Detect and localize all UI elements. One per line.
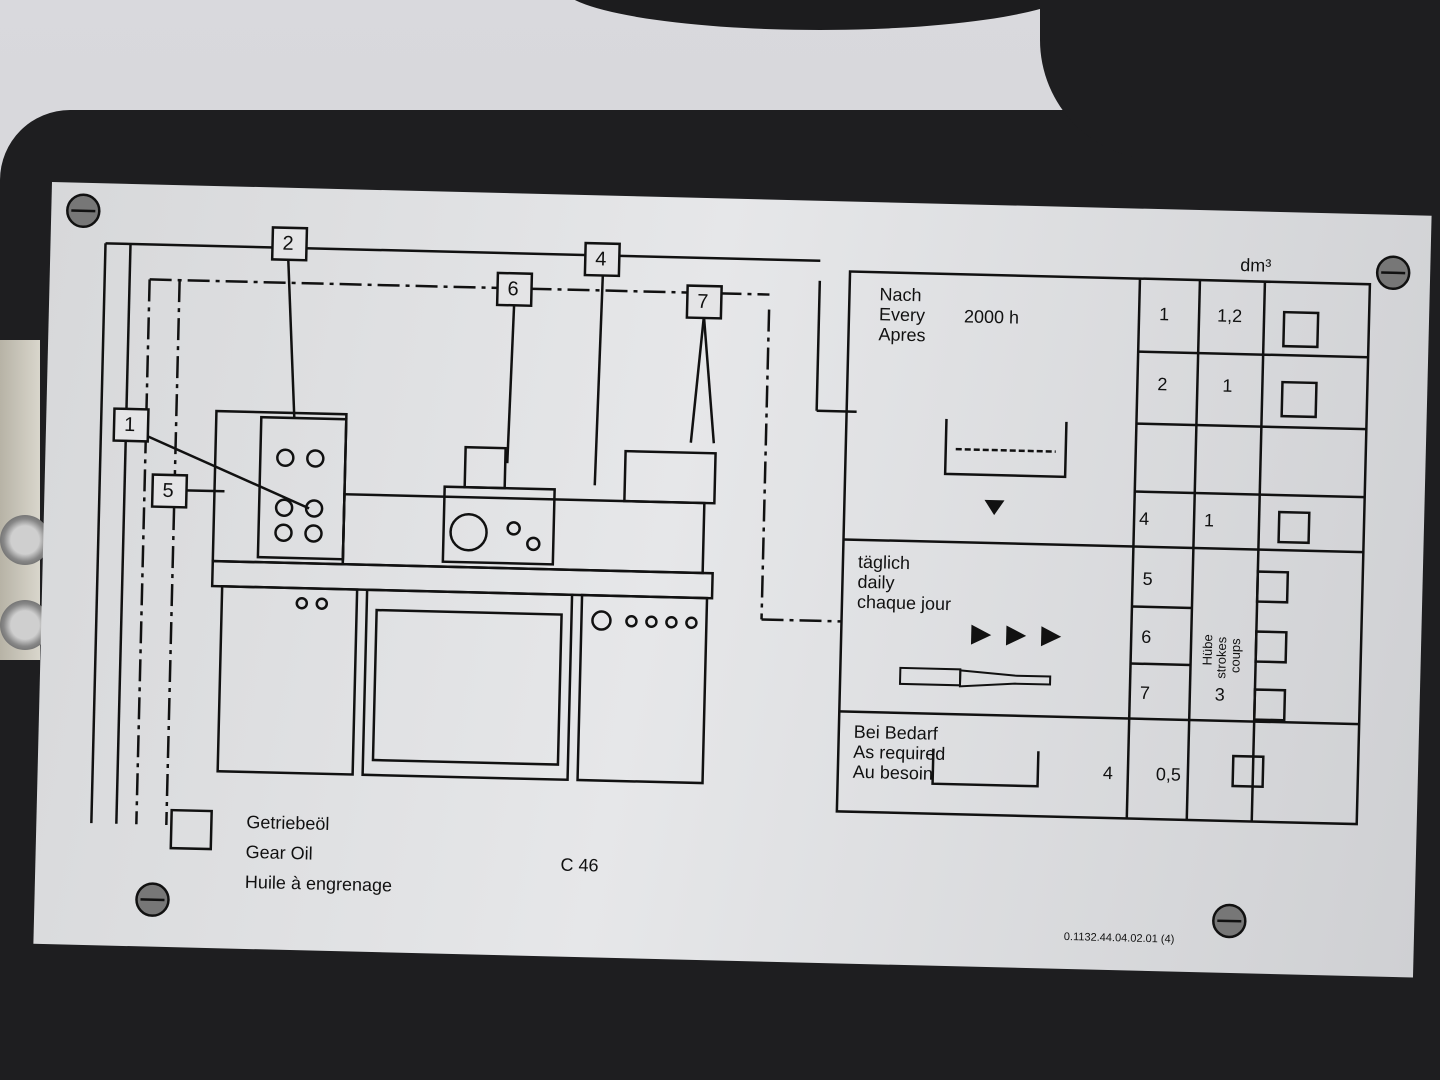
- required-line-3: Au besoin: [852, 761, 934, 784]
- row-1-qty: 1,2: [1216, 305, 1243, 327]
- callout-1: 1: [123, 413, 136, 437]
- row-6-point: 6: [1140, 626, 1152, 647]
- legend-line-1: Getriebeöl: [246, 811, 330, 834]
- row-5-point: 5: [1142, 568, 1153, 590]
- housing-corner: [1040, 0, 1440, 160]
- lubrication-plate: 2 4 6 7 1 5 dm³ Nach Every Apres 2000 h …: [33, 182, 1432, 978]
- interval-line-3: Apres: [878, 324, 926, 346]
- arrow-right-icon: [1005, 625, 1027, 646]
- interval-hours: 2000 h: [963, 306, 1020, 328]
- callout-6: 6: [507, 278, 519, 301]
- arrow-right-icon: [1040, 626, 1062, 647]
- oil-grade: C 46: [560, 854, 599, 876]
- row-4-point: 4: [1138, 508, 1150, 529]
- legend-line-3: Huile à engrenage: [244, 871, 393, 896]
- row-1-point: 1: [1158, 304, 1170, 325]
- callout-4: 4: [595, 248, 607, 271]
- interval-line-2: Every: [878, 304, 926, 326]
- strokes-line-3: coups: [1227, 638, 1244, 674]
- strokes-count: 3: [1214, 684, 1226, 705]
- row-2-point: 2: [1157, 374, 1168, 395]
- callout-5: 5: [162, 479, 174, 503]
- screw-icon: [66, 193, 101, 229]
- screw-icon: [135, 882, 170, 917]
- row-req-qty: 0,5: [1155, 764, 1182, 785]
- daily-line-2: daily: [857, 571, 895, 593]
- callout-7: 7: [696, 290, 709, 314]
- row-req-point: 4: [1102, 762, 1114, 784]
- row-2-qty: 1: [1222, 375, 1233, 396]
- screw-icon: [1375, 255, 1411, 291]
- hinge-screw-icon: [0, 515, 50, 565]
- screw-icon: [1212, 903, 1247, 939]
- required-line-2: As required: [853, 741, 946, 764]
- part-number: 0.1132.44.04.02.01 (4): [1063, 930, 1175, 946]
- arrow-down-icon: [984, 499, 1005, 516]
- legend-line-2: Gear Oil: [245, 841, 313, 864]
- row-7-point: 7: [1139, 682, 1151, 703]
- row-4-qty: 1: [1203, 510, 1215, 531]
- daily-line-3: chaque jour: [856, 591, 952, 615]
- plate-diagram: [66, 193, 1411, 939]
- callout-2: 2: [282, 232, 294, 255]
- interval-line-1: Nach: [879, 284, 922, 306]
- required-line-1: Bei Bedarf: [853, 721, 939, 744]
- unit-label: dm³: [1240, 255, 1272, 276]
- daily-line-1: täglich: [857, 551, 911, 574]
- arrow-right-icon: [970, 624, 992, 645]
